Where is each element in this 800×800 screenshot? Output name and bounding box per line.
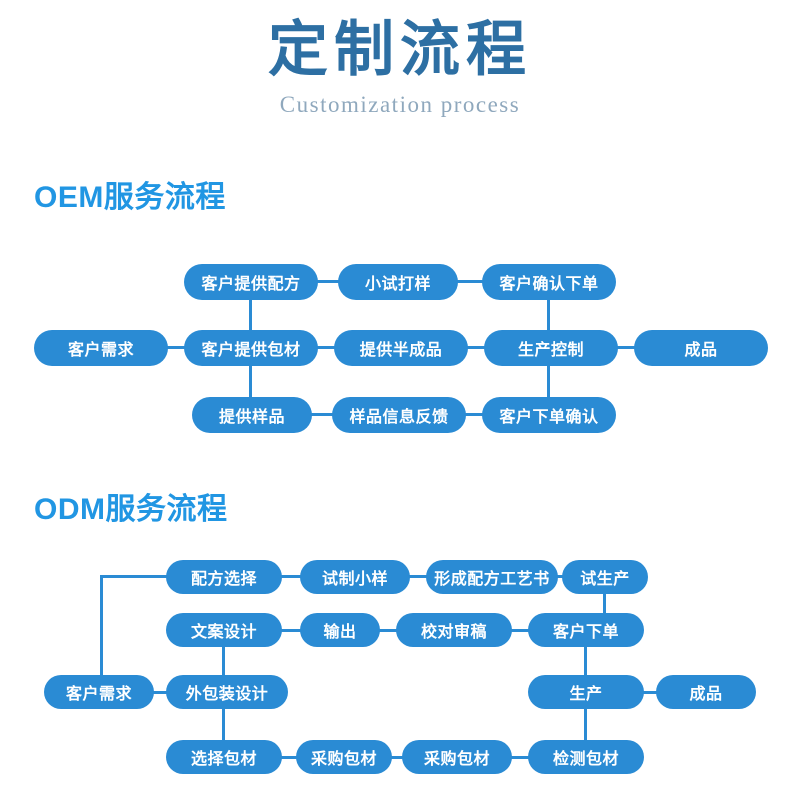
connector-odm-r4-b bbox=[388, 756, 406, 759]
connector-oem-r1-b bbox=[454, 280, 486, 283]
connector-oem-r2-d bbox=[614, 346, 638, 349]
section-heading-odm: ODM服务流程 bbox=[34, 493, 228, 526]
page-title: 定制流程 bbox=[268, 16, 532, 83]
flow-node-oem-1: 小试打样 bbox=[338, 264, 458, 300]
flow-node-odm-9: 外包装设计 bbox=[166, 675, 288, 709]
flow-node-oem-9: 样品信息反馈 bbox=[332, 397, 466, 433]
connector-oem-r3-b bbox=[462, 413, 486, 416]
connector-odm-bracket-top bbox=[100, 575, 170, 578]
connector-odm-trial-spine bbox=[603, 588, 606, 622]
connector-odm-r3-b bbox=[640, 691, 660, 694]
connector-odm-r2-b bbox=[376, 629, 400, 632]
connector-oem-r2-b bbox=[314, 346, 338, 349]
flow-node-odm-3: 试生产 bbox=[562, 560, 648, 594]
flow-node-odm-6: 校对审稿 bbox=[396, 613, 512, 647]
connector-odm-r3-a bbox=[150, 691, 170, 694]
connector-odm-r2-a bbox=[278, 629, 304, 632]
flow-node-oem-5: 提供半成品 bbox=[334, 330, 468, 366]
connector-oem-r1-a bbox=[314, 280, 342, 283]
flow-node-oem-8: 提供样品 bbox=[192, 397, 312, 433]
connector-odm-r4-a bbox=[278, 756, 300, 759]
connector-odm-r4-c bbox=[508, 756, 532, 759]
flow-node-oem-0: 客户提供配方 bbox=[184, 264, 318, 300]
flow-node-oem-3: 客户需求 bbox=[34, 330, 168, 366]
connector-odm-r1-a bbox=[278, 575, 304, 578]
flow-node-odm-12: 选择包材 bbox=[166, 740, 282, 774]
flow-node-odm-15: 检测包材 bbox=[528, 740, 644, 774]
flow-node-odm-14: 采购包材 bbox=[402, 740, 512, 774]
page-header: 定制流程 Customization process bbox=[0, 0, 800, 150]
flow-node-odm-8: 客户需求 bbox=[44, 675, 154, 709]
flow-node-odm-2: 形成配方工艺书 bbox=[426, 560, 558, 594]
flow-node-odm-4: 文案设计 bbox=[166, 613, 282, 647]
flow-node-odm-0: 配方选择 bbox=[166, 560, 282, 594]
flow-node-oem-4: 客户提供包材 bbox=[184, 330, 318, 366]
flow-node-odm-1: 试制小样 bbox=[300, 560, 410, 594]
connector-odm-bracket-vertical bbox=[100, 575, 103, 694]
flow-node-oem-6: 生产控制 bbox=[484, 330, 618, 366]
section-heading-oem: OEM服务流程 bbox=[34, 181, 226, 214]
connector-odm-r1-c bbox=[554, 575, 566, 578]
page-subtitle: Customization process bbox=[279, 92, 521, 117]
connector-odm-r2-c bbox=[508, 629, 532, 632]
connector-oem-r3-a bbox=[308, 413, 336, 416]
flow-node-odm-13: 采购包材 bbox=[296, 740, 392, 774]
flow-node-oem-7: 成品 bbox=[634, 330, 768, 366]
flow-node-odm-7: 客户下单 bbox=[528, 613, 644, 647]
flow-node-oem-10: 客户下单确认 bbox=[482, 397, 616, 433]
connector-odm-r1-b bbox=[406, 575, 430, 578]
connector-oem-r2-c bbox=[464, 346, 488, 349]
flow-node-oem-2: 客户确认下单 bbox=[482, 264, 616, 300]
flow-node-odm-11: 成品 bbox=[656, 675, 756, 709]
connector-oem-r2-a bbox=[164, 346, 188, 349]
flow-node-odm-10: 生产 bbox=[528, 675, 644, 709]
flow-node-odm-5: 输出 bbox=[300, 613, 380, 647]
